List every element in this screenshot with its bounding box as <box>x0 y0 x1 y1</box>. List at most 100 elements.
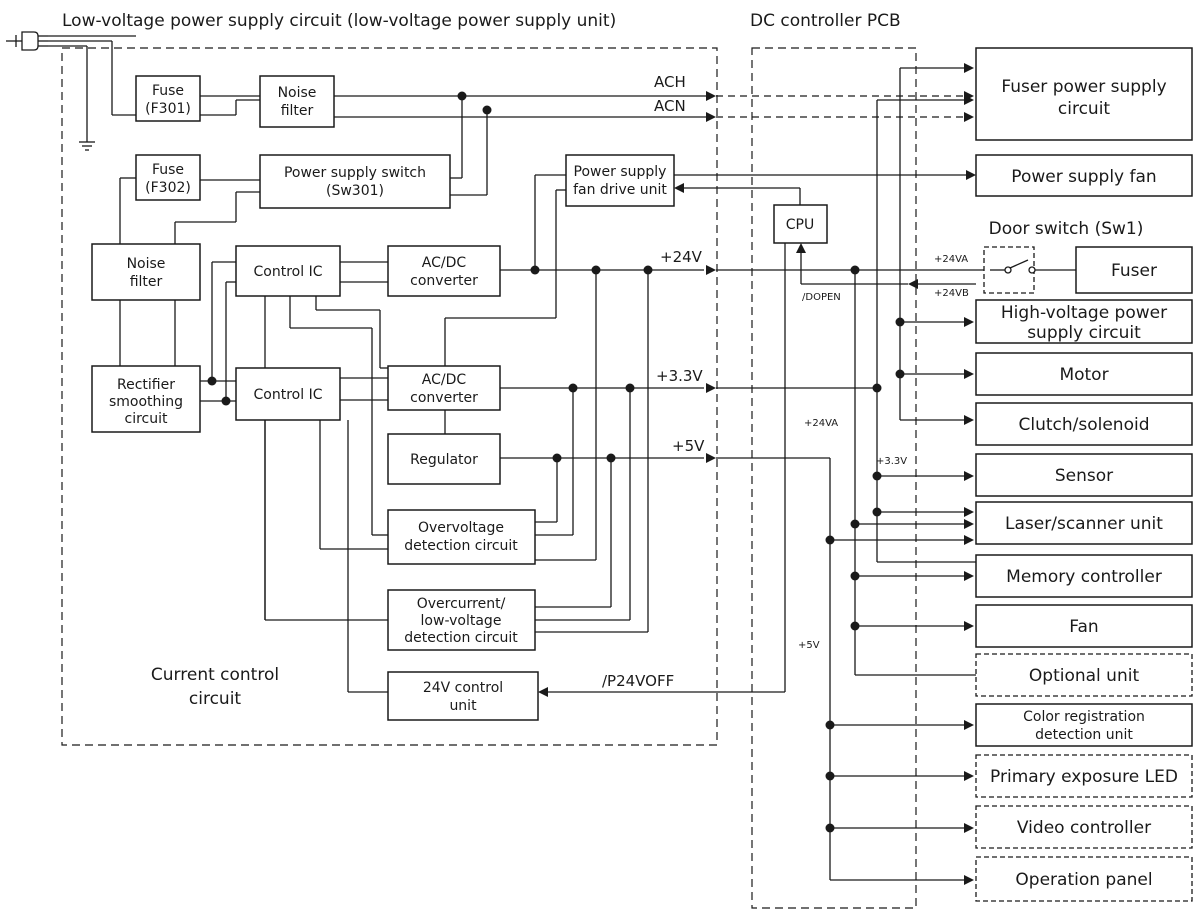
color-reg-line2: detection unit <box>1035 727 1133 743</box>
power-switch-line1: Power supply switch <box>284 165 426 181</box>
fuse-f301-block: Fuse (F301) <box>135 75 201 122</box>
net-5v-label: +5V <box>672 437 705 455</box>
dc-region-title: DC controller PCB <box>750 11 901 31</box>
net-24vb-label: +24VB <box>934 288 969 299</box>
acdc-1-block: AC/DC converter <box>387 245 501 297</box>
fan-label: Fan <box>1069 617 1098 637</box>
acdc-2-line1: AC/DC <box>422 372 467 388</box>
psu-fan-label: Power supply fan <box>1011 167 1156 187</box>
memory-block: Memory controller <box>975 554 1193 598</box>
optional-label: Optional unit <box>1029 666 1140 686</box>
rectifier-line3: circuit <box>125 411 168 427</box>
color-reg-block: Color registration detection unit <box>975 703 1193 747</box>
fuser-psu-line1: Fuser power supply <box>1001 77 1166 97</box>
optional-block: Optional unit <box>975 653 1193 697</box>
overcurrent-block: Overcurrent/ low-voltage detection circu… <box>387 589 536 651</box>
net-24va-label: +24VA <box>934 254 968 265</box>
net-ach-label: ACH <box>654 73 686 91</box>
control-feedback-wiring <box>264 296 388 693</box>
overvoltage-block: Overvoltage detection circuit <box>387 509 536 565</box>
color-reg-line1: Color registration <box>1023 709 1145 725</box>
primary-led-block: Primary exposure LED <box>975 754 1193 798</box>
fuse-f301-line1: Fuse <box>152 83 184 99</box>
sensor-block: Sensor <box>975 453 1193 497</box>
fan-cpu-wiring <box>538 170 976 697</box>
control-ic-2-label: Control IC <box>254 387 323 403</box>
net-24v-label: +24V <box>660 248 703 266</box>
net-3v3-small-label: +3.3V <box>876 456 907 467</box>
ac-plug-icon <box>6 31 48 51</box>
primary-led-label: Primary exposure LED <box>990 767 1178 787</box>
video-label: Video controller <box>1017 818 1151 838</box>
overvoltage-line2: detection circuit <box>404 538 518 554</box>
overcurrent-line1: Overcurrent/ <box>417 596 506 612</box>
op-panel-label: Operation panel <box>1015 870 1152 890</box>
memory-label: Memory controller <box>1006 567 1162 587</box>
ac-lines-to-fuser <box>706 91 974 122</box>
net-acn-label: ACN <box>654 97 686 115</box>
fuse-f302-line1: Fuse <box>152 162 184 178</box>
clutch-block: Clutch/solenoid <box>975 402 1193 446</box>
ctrl-24v-line2: unit <box>449 698 477 714</box>
rectifier-block: Rectifier smoothing circuit <box>91 365 201 433</box>
ctrl-24v-block: 24V control unit <box>387 671 539 721</box>
rectifier-line2: smoothing <box>109 394 183 410</box>
fan-drive-block: Power supply fan drive unit <box>565 154 675 207</box>
noise-filter-2-block: Noise filter <box>91 243 201 301</box>
current-control-line1: Current control <box>151 665 279 685</box>
fan-drive-line2: fan drive unit <box>573 182 667 198</box>
ground-icon <box>79 46 95 151</box>
current-control-line2: circuit <box>189 689 242 709</box>
dc-distribution <box>706 63 1076 881</box>
net-dopen-label: /DOPEN <box>802 292 841 303</box>
cpu-block: CPU <box>773 204 828 244</box>
cpu-label: CPU <box>786 217 814 233</box>
regulator-label: Regulator <box>410 452 478 468</box>
noise-filter-1-line2: filter <box>281 103 314 119</box>
laser-block: Laser/scanner unit <box>975 501 1193 545</box>
fuser-label: Fuser <box>1111 261 1157 281</box>
control-ic-2-block: Control IC <box>235 367 341 421</box>
lv-region-boundary <box>61 47 718 746</box>
rectifier-line1: Rectifier <box>117 377 175 393</box>
ctrl-24v-line1: 24V control <box>423 680 503 696</box>
hv-psu-line2: supply circuit <box>1027 323 1141 343</box>
net-5v-small-label: +5V <box>798 640 820 651</box>
hv-psu-block: High-voltage power supply circuit <box>975 299 1193 344</box>
noise-filter-2-line2: filter <box>130 274 163 290</box>
fan-block: Fan <box>975 604 1193 648</box>
fuse-f302-block: Fuse (F302) <box>135 154 201 201</box>
hv-psu-line1: High-voltage power <box>1001 303 1167 323</box>
overcurrent-line2: low-voltage <box>421 613 502 629</box>
regulator-block: Regulator <box>387 433 501 485</box>
door-switch-label: Door switch (Sw1) <box>989 219 1144 239</box>
video-block: Video controller <box>975 805 1193 849</box>
dc-region-boundary <box>751 47 917 909</box>
acdc-1-line2: converter <box>410 273 478 289</box>
fuser-block: Fuser <box>1075 246 1193 294</box>
rectifier-wiring <box>200 261 388 406</box>
net-p24voff-label: /P24VOFF <box>602 672 674 690</box>
net-24va-mid-label: +24VA <box>804 418 838 429</box>
fan-drive-line1: Power supply <box>574 164 667 180</box>
rail-24v <box>444 174 704 633</box>
noise-filter-2-line1: Noise <box>127 256 166 272</box>
fuse-f301-line2: (F301) <box>145 101 191 117</box>
clutch-label: Clutch/solenoid <box>1018 415 1149 435</box>
laser-label: Laser/scanner unit <box>1005 514 1163 534</box>
psu-fan-block: Power supply fan <box>975 154 1193 197</box>
noise-filter-1-block: Noise filter <box>259 75 335 128</box>
net-3v3-label: +3.3V <box>656 367 703 385</box>
acdc-1-line1: AC/DC <box>422 255 467 271</box>
lv-region-title: Low-voltage power supply circuit (low-vo… <box>62 11 616 31</box>
rail-5v <box>444 410 704 608</box>
control-ic-1-block: Control IC <box>235 245 341 297</box>
acdc-2-block: AC/DC converter <box>387 365 501 411</box>
overvoltage-line1: Overvoltage <box>418 520 504 536</box>
load-arrowheads <box>964 317 974 885</box>
motor-block: Motor <box>975 352 1193 396</box>
fuser-psu-line2: circuit <box>1058 99 1111 119</box>
fuse-f302-line2: (F302) <box>145 180 191 196</box>
op-panel-block: Operation panel <box>975 856 1193 902</box>
